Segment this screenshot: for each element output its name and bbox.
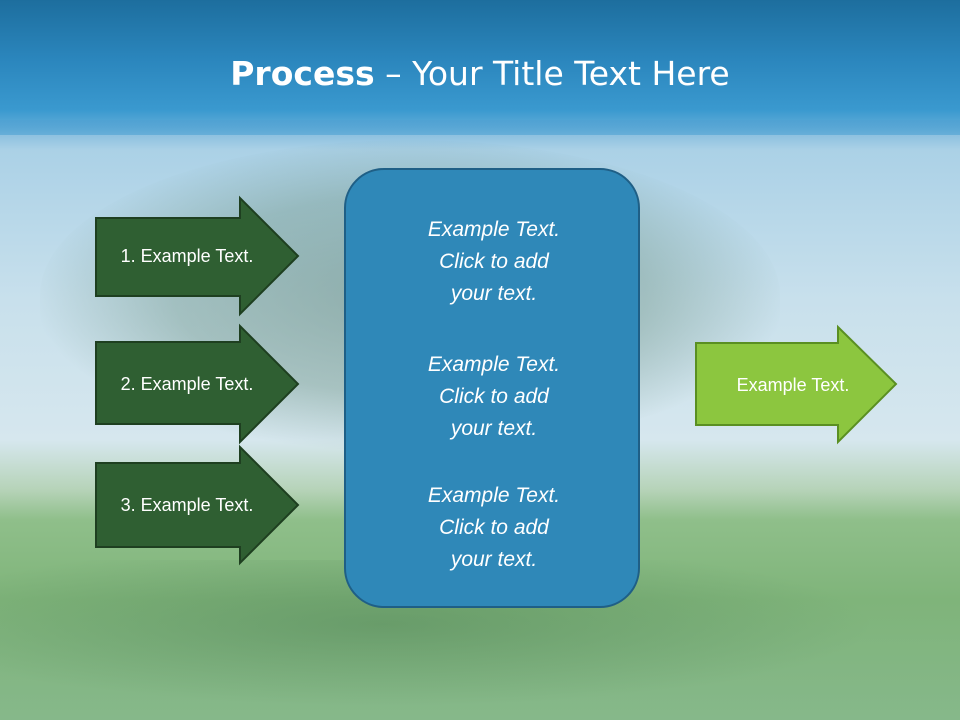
arrow-shape <box>95 444 300 566</box>
arrow-label: Example Text. <box>736 374 850 395</box>
arrow-2[interactable]: 2. Example Text. <box>95 323 300 445</box>
text-block-3: Example Text. Click to add your text. <box>346 480 642 576</box>
arrow-label: 1. Example Text. <box>120 245 254 266</box>
title-rest: – Your Title Text Here <box>374 54 730 93</box>
arrow-output[interactable]: Example Text. <box>695 324 899 445</box>
arrow-shape <box>95 195 300 317</box>
page-title[interactable]: Process – Your Title Text Here <box>0 52 960 96</box>
text-line: Click to add <box>439 250 549 273</box>
text-line: your text. <box>450 417 538 440</box>
title-band <box>0 0 960 150</box>
arrow-3[interactable]: 3. Example Text. <box>95 444 300 566</box>
text-line: Example Text. <box>427 484 561 507</box>
text-line: your text. <box>450 548 538 571</box>
arrow-shape <box>95 323 300 445</box>
text-line: Example Text. <box>427 353 561 376</box>
arrow-label: 2. Example Text. <box>120 373 254 394</box>
arrow-shape <box>695 324 898 445</box>
text-block-2: Example Text. Click to add your text. <box>346 349 642 445</box>
text-block-1: Example Text. Click to add your text. <box>346 214 642 310</box>
text-line: Example Text. <box>427 218 561 241</box>
text-line: Click to add <box>439 516 549 539</box>
title-bold: Process <box>230 54 375 93</box>
center-text-box[interactable]: Example Text. Click to add your text. Ex… <box>344 168 640 608</box>
text-line: your text. <box>450 282 538 305</box>
arrow-label: 3. Example Text. <box>120 494 254 515</box>
text-line: Click to add <box>439 385 549 408</box>
arrow-1[interactable]: 1. Example Text. <box>95 195 300 317</box>
